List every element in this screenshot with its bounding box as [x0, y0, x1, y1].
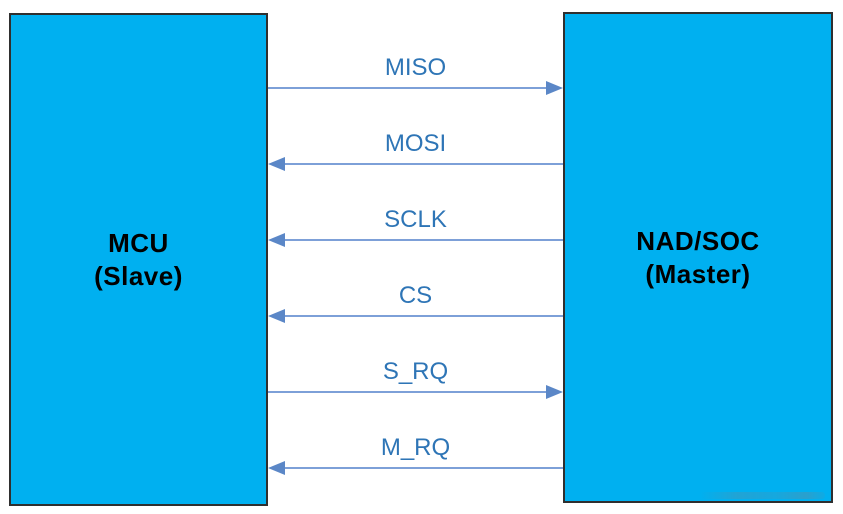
mcu-box-subtitle: (Slave) — [94, 260, 183, 291]
signal-label: M_RQ — [380, 434, 451, 461]
nad-soc-master-box: NAD/SOC (Master) — [563, 12, 833, 503]
nad-soc-master-box-text: NAD/SOC (Master) — [636, 225, 759, 291]
signal-line — [268, 391, 548, 393]
mcu-box-title: MCU — [108, 227, 169, 258]
arrowhead-icon — [268, 461, 285, 475]
signal-label: S_RQ — [382, 358, 449, 385]
signal-label: MISO — [384, 54, 447, 81]
signal-line — [283, 315, 563, 317]
arrowhead-icon — [546, 81, 563, 95]
signal-line — [283, 239, 563, 241]
signal-label: SCLK — [384, 206, 447, 233]
nad-soc-box-subtitle: (Master) — [645, 258, 751, 289]
arrowhead-icon — [546, 385, 563, 399]
arrowhead-icon — [268, 157, 285, 171]
signal-label: CS — [398, 282, 433, 309]
arrowhead-icon — [268, 309, 285, 323]
signal-line — [283, 163, 563, 165]
mcu-slave-box-text: MCU (Slave) — [94, 227, 183, 293]
arrowhead-icon — [268, 233, 285, 247]
signal-line — [268, 87, 548, 89]
nad-soc-box-title: NAD/SOC — [636, 225, 760, 256]
signal-label: MOSI — [384, 130, 447, 157]
signal-line — [283, 467, 563, 469]
mcu-slave-box: MCU (Slave) — [9, 13, 268, 506]
